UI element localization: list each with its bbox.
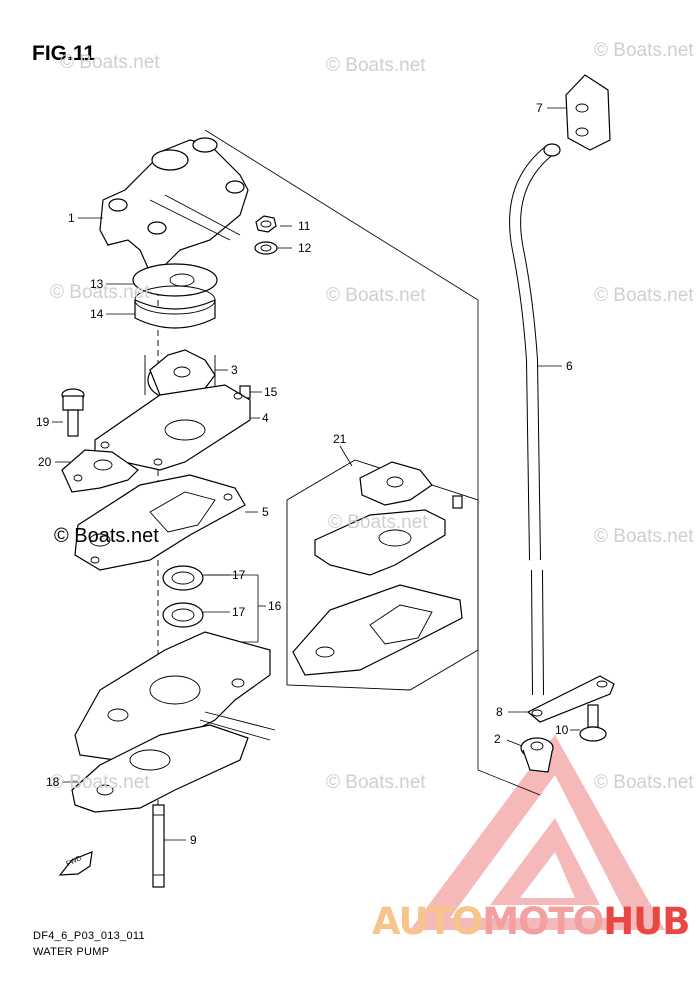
callout-16: 16: [268, 599, 282, 613]
figure-caption: WATER PUMP: [33, 946, 110, 958]
grommet-part: [520, 737, 554, 773]
watermark-text: © Boats.net: [328, 512, 428, 533]
watermark-text: © Boats.net: [326, 55, 426, 76]
watermark-text: © Boats.net: [326, 772, 426, 793]
tube-bracket-part: [526, 675, 615, 723]
figure-title: FIG.11: [32, 42, 96, 65]
oil-seal-upper-part: [162, 565, 204, 591]
callout-6: 6: [566, 359, 573, 373]
callout-17-lower: 17: [232, 605, 246, 619]
callout-8: 8: [496, 705, 503, 719]
pump-liner-part: [132, 263, 218, 329]
lower-gasket-part: [71, 724, 249, 813]
callout-17-upper: 17: [232, 568, 246, 582]
brand-part-auto: AUTO: [372, 900, 483, 943]
callout-9: 9: [190, 833, 197, 847]
callout-18: 18: [46, 775, 60, 789]
brand-logo-icon: [410, 735, 665, 930]
watermark-text: © Boats.net: [326, 285, 426, 306]
callout-14: 14: [90, 307, 104, 321]
watermark-text: © Boats.net: [60, 52, 160, 73]
callout-20: 20: [38, 455, 52, 469]
bracket-bolt-part: [579, 704, 607, 742]
tube-grommet-part: [565, 74, 611, 151]
callout-19: 19: [36, 415, 50, 429]
brand-part-moto: MOTO: [482, 900, 604, 943]
bolt-part: [61, 388, 85, 437]
brand-wordmark: AUTOMOTOHUB: [372, 900, 690, 943]
callout-15: 15: [264, 385, 278, 399]
watermark-text: © Boats.net: [594, 772, 694, 793]
callout-4: 4: [262, 411, 269, 425]
brand-part-hub: HUB: [603, 900, 690, 943]
pump-case-part: [99, 137, 249, 269]
callout-12: 12: [298, 241, 312, 255]
callout-10: 10: [555, 723, 569, 737]
fwd-arrow-icon: [58, 851, 93, 876]
callout-7: 7: [536, 101, 543, 115]
watermark-text: © Boats.net: [594, 526, 694, 547]
callout-3: 3: [231, 363, 238, 377]
stud-bolt-part: [152, 804, 165, 888]
leader-housing-to-kit: [204, 129, 541, 796]
washer-part: [254, 241, 278, 255]
watermark-text: © Boats.net: [50, 772, 150, 793]
watermark-text: © Boats.net: [594, 40, 694, 61]
watermark-text: © Boats.net: [50, 282, 150, 303]
nut-part: [255, 215, 277, 233]
callout-leaders: [52, 107, 580, 841]
callout-5: 5: [262, 505, 269, 519]
callout-1: 1: [68, 211, 75, 225]
oil-seal-lower-part: [162, 602, 204, 628]
callout-13: 13: [90, 277, 104, 291]
callout-21: 21: [333, 432, 347, 446]
water-tube-part: [509, 143, 561, 696]
lower-case-part: [74, 631, 276, 761]
gasket-small-part: [61, 449, 139, 493]
watermark-text: © Boats.net: [594, 285, 694, 306]
callout-11: 11: [298, 219, 311, 233]
figure-code: DF4_6_P03_013_011: [33, 930, 145, 942]
callout-2: 2: [494, 732, 501, 746]
gasket-large-part: [74, 474, 246, 571]
repair-kit-box: [286, 459, 479, 691]
watermark-text-dark: © Boats.net: [54, 525, 159, 547]
